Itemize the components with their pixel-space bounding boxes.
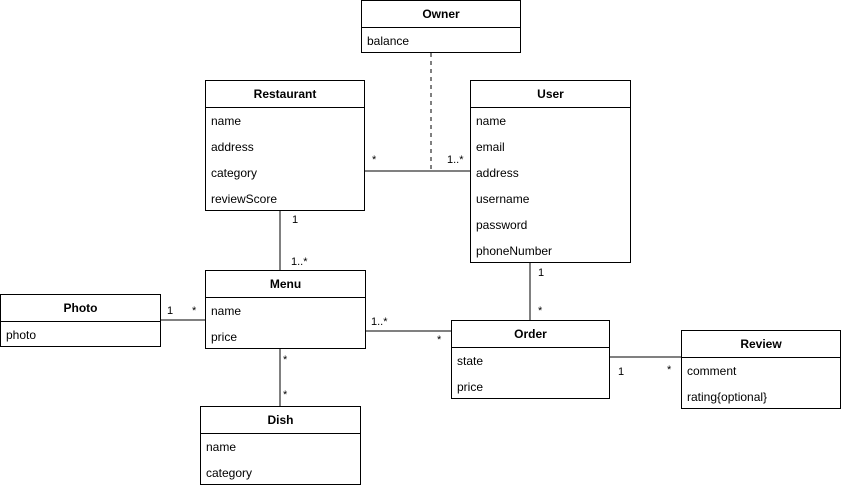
multiplicity-label: 1 <box>618 366 625 378</box>
multiplicity-label: * <box>283 389 288 401</box>
class-user-attribute: address <box>476 166 519 180</box>
class-restaurant-name: Restaurant <box>206 81 364 108</box>
class-user-name: User <box>471 81 630 108</box>
class-order-attribute: state <box>457 354 484 368</box>
class-user-attribute: username <box>476 192 530 206</box>
multiplicity-label: 1..* <box>291 256 308 268</box>
class-order[interactable]: Order state price <box>451 320 610 399</box>
class-order-name: Order <box>452 321 609 348</box>
class-user-attribute: password <box>476 218 528 232</box>
class-menu-attribute: name <box>211 304 242 318</box>
class-dish-attribute: name <box>206 440 237 454</box>
class-restaurant-attribute: category <box>211 166 258 180</box>
multiplicity-label: 1 <box>292 214 299 226</box>
class-photo-attribute: photo <box>6 328 37 342</box>
class-dish[interactable]: Dish name category <box>200 406 361 485</box>
multiplicity-label: * <box>283 354 288 366</box>
class-review[interactable]: Review comment rating{optional} <box>681 330 841 409</box>
multiplicity-label: 1 <box>167 305 174 317</box>
class-restaurant-attribute: reviewScore <box>211 192 278 206</box>
class-user-attribute: phoneNumber <box>476 244 553 258</box>
multiplicity-label: * <box>192 305 197 317</box>
class-restaurant-attribute: address <box>211 140 254 154</box>
class-owner[interactable]: Owner balance <box>361 0 521 53</box>
class-menu-name: Menu <box>206 271 365 298</box>
class-restaurant-attribute: name <box>211 114 242 128</box>
class-menu-attribute: price <box>211 330 238 344</box>
multiplicity-label: 1..* <box>371 316 388 328</box>
class-owner-name: Owner <box>362 1 520 28</box>
class-owner-attribute: balance <box>367 34 410 48</box>
class-dish-name: Dish <box>201 407 360 434</box>
multiplicity-label: * <box>437 334 442 346</box>
multiplicity-label: * <box>667 364 672 376</box>
class-review-name: Review <box>682 331 840 358</box>
class-dish-attribute: category <box>206 466 253 480</box>
multiplicity-label: 1 <box>538 267 545 279</box>
class-user[interactable]: User name email address username passwor… <box>470 80 631 263</box>
class-user-attribute: name <box>476 114 507 128</box>
class-order-attribute: price <box>457 380 484 394</box>
class-user-attribute: email <box>476 140 505 154</box>
class-menu[interactable]: Menu name price <box>205 270 366 349</box>
class-photo[interactable]: Photo photo <box>0 294 161 347</box>
multiplicity-label: * <box>538 305 543 317</box>
class-review-attribute: comment <box>687 364 737 378</box>
class-review-attribute: rating{optional} <box>687 390 768 404</box>
multiplicity-label: 1..* <box>447 154 464 166</box>
class-restaurant[interactable]: Restaurant name address category reviewS… <box>205 80 365 211</box>
class-photo-name: Photo <box>1 295 160 322</box>
multiplicity-label: * <box>372 154 377 166</box>
